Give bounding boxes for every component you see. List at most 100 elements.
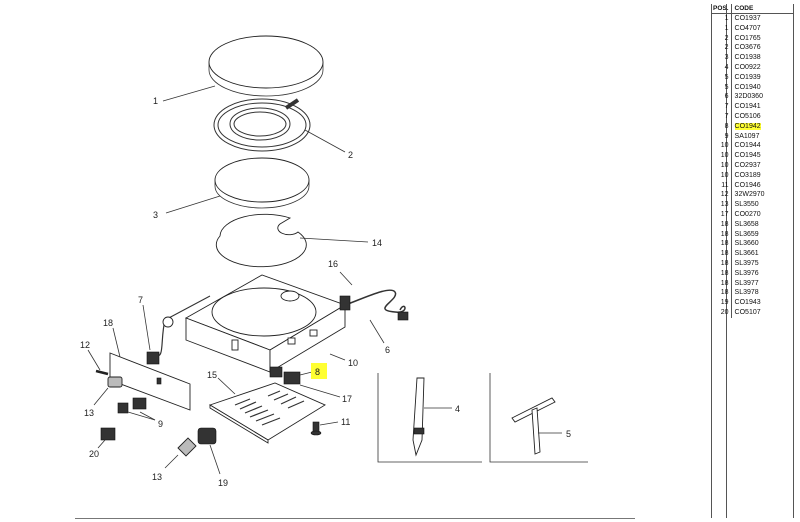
row-pos: 10 — [711, 160, 732, 171]
part-2-heating-element[interactable] — [213, 98, 311, 152]
row-code: SL3975 — [734, 259, 759, 267]
callout-15: 15 — [207, 370, 217, 380]
row-pos: 18 — [711, 278, 732, 289]
row-pos: 5 — [711, 82, 732, 93]
callout-16: 16 — [328, 259, 338, 269]
row-pos: 18 — [711, 288, 732, 299]
part-5-batter-spreader[interactable] — [511, 397, 556, 455]
row-code: CO1941 — [734, 103, 761, 111]
row-pos: 2 — [711, 33, 732, 44]
row-pos: 7 — [711, 102, 732, 112]
callout-8-highlight — [311, 363, 327, 379]
row-code: CO1765 — [734, 34, 761, 42]
callout-14: 14 — [372, 238, 382, 248]
row-code: SL3550 — [734, 201, 759, 209]
part-8-relay[interactable] — [269, 366, 301, 385]
row-code: SA1097 — [734, 132, 760, 140]
row-code: CO1942 — [731, 122, 794, 132]
row-code: CO0922 — [734, 63, 761, 71]
part-19-regulator[interactable] — [197, 427, 217, 445]
row-pos: 5 — [711, 72, 732, 83]
row-code: SL3977 — [734, 279, 759, 287]
part-9-switches[interactable] — [117, 397, 147, 414]
part-6-power-cord[interactable] — [339, 289, 409, 321]
row-code: CO5107 — [734, 308, 761, 316]
row-pos: 1 — [711, 13, 732, 24]
row-code: SL3659 — [734, 230, 759, 238]
part-11-foot[interactable] — [310, 421, 322, 436]
part-1-top-plate[interactable] — [208, 35, 324, 97]
part-13-knob-lower[interactable] — [177, 437, 197, 457]
callout-20: 20 — [89, 449, 99, 459]
header-pos: POS. — [711, 4, 732, 14]
parts-table-header: POS. CODE — [711, 4, 794, 14]
part-12-screw[interactable] — [95, 369, 109, 376]
part-18-front-label[interactable] — [109, 352, 191, 411]
part-10-base-housing[interactable] — [184, 274, 347, 373]
row-pos: 4 — [711, 62, 732, 73]
row-pos: 18 — [711, 249, 732, 259]
part-20-switch[interactable] — [100, 427, 116, 441]
callout-10: 10 — [348, 358, 358, 368]
callout-11: 11 — [341, 417, 350, 427]
part-13-knob-upper[interactable] — [107, 376, 123, 388]
row-code: SL3978 — [734, 289, 759, 297]
row-pos: 13 — [711, 200, 732, 210]
inset-part-5 — [489, 373, 588, 463]
row-code: CO5106 — [734, 112, 761, 120]
row-pos: 12 — [711, 190, 732, 201]
row-code: 32D0360 — [734, 93, 763, 101]
row-code: CO3676 — [734, 44, 761, 52]
row-code: CO1944 — [734, 142, 761, 150]
callout-7: 7 — [138, 295, 143, 305]
row-code: CO4707 — [734, 24, 761, 32]
row-code: SL3661 — [734, 250, 759, 258]
part-3-insulation-disc[interactable] — [214, 157, 310, 209]
row-code: CO1946 — [734, 181, 761, 189]
row-code: SL3660 — [734, 240, 759, 248]
part-14-gasket[interactable] — [215, 213, 307, 268]
part-4-spatula[interactable] — [412, 377, 425, 457]
part-15-bottom-plate[interactable] — [208, 382, 326, 444]
callout-6: 6 — [385, 345, 390, 355]
row-pos: 9 — [711, 131, 732, 142]
row-pos: 10 — [711, 141, 732, 152]
callout-8: 8 — [315, 367, 320, 377]
row-code: CO3189 — [734, 171, 761, 179]
part-7-thermostat[interactable] — [146, 295, 211, 365]
row-pos: 7 — [711, 111, 732, 122]
callout-12: 12 — [80, 340, 90, 350]
row-code: SL3976 — [734, 269, 759, 277]
